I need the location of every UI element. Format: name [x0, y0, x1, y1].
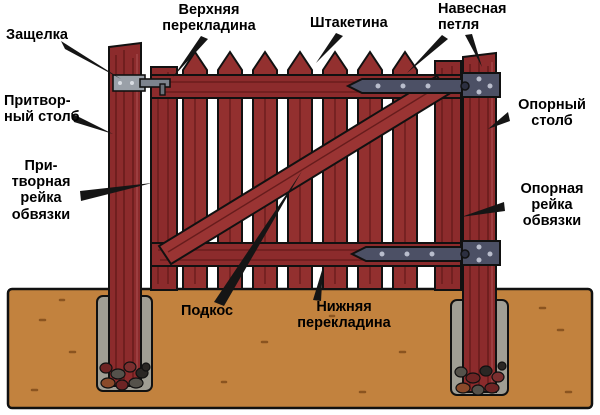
pointer-bottom-rail	[313, 267, 323, 301]
pointer-hinge-strap	[407, 35, 448, 73]
label-support-rail: Опорная рейка обвязки	[520, 181, 584, 230]
ground-speckles	[30, 298, 573, 394]
hinge-top	[345, 72, 501, 98]
pointer-support-post	[488, 112, 510, 129]
label-bottom-rail: Нижняя перекладина	[297, 299, 391, 332]
label-pointers	[61, 33, 510, 306]
label-latch-rail: При- творная рейка обвязки	[11, 158, 71, 223]
label-brace: Подкос	[181, 303, 234, 319]
wood-grain	[167, 83, 443, 253]
label-picket: Штакетина	[310, 15, 388, 31]
pointer-hinge-plate	[465, 34, 482, 67]
latch	[112, 74, 171, 96]
pointer-support-rail	[461, 202, 505, 217]
pointer-latch-rail	[80, 183, 152, 201]
pebbles-left	[99, 361, 151, 391]
label-latch: Защелка	[6, 27, 68, 43]
support-post	[462, 51, 497, 393]
pointer-picket	[316, 33, 343, 63]
wood-grain	[469, 60, 489, 388]
label-latch-post: Притвор- ный столб	[4, 93, 80, 126]
pointer-top-rail	[173, 36, 208, 77]
hinge-bottom	[349, 240, 501, 266]
latch-post	[108, 41, 142, 387]
label-top-rail: Верхняя перекладина	[162, 2, 256, 35]
wood-grain	[115, 50, 134, 382]
pointer-latch-post	[71, 113, 113, 134]
label-support-post: Опорный столб	[518, 97, 586, 130]
pointer-brace	[214, 171, 302, 306]
label-hinge: Навесная петля	[438, 1, 507, 34]
pebbles-right	[454, 361, 507, 396]
pointer-latch	[61, 41, 121, 79]
